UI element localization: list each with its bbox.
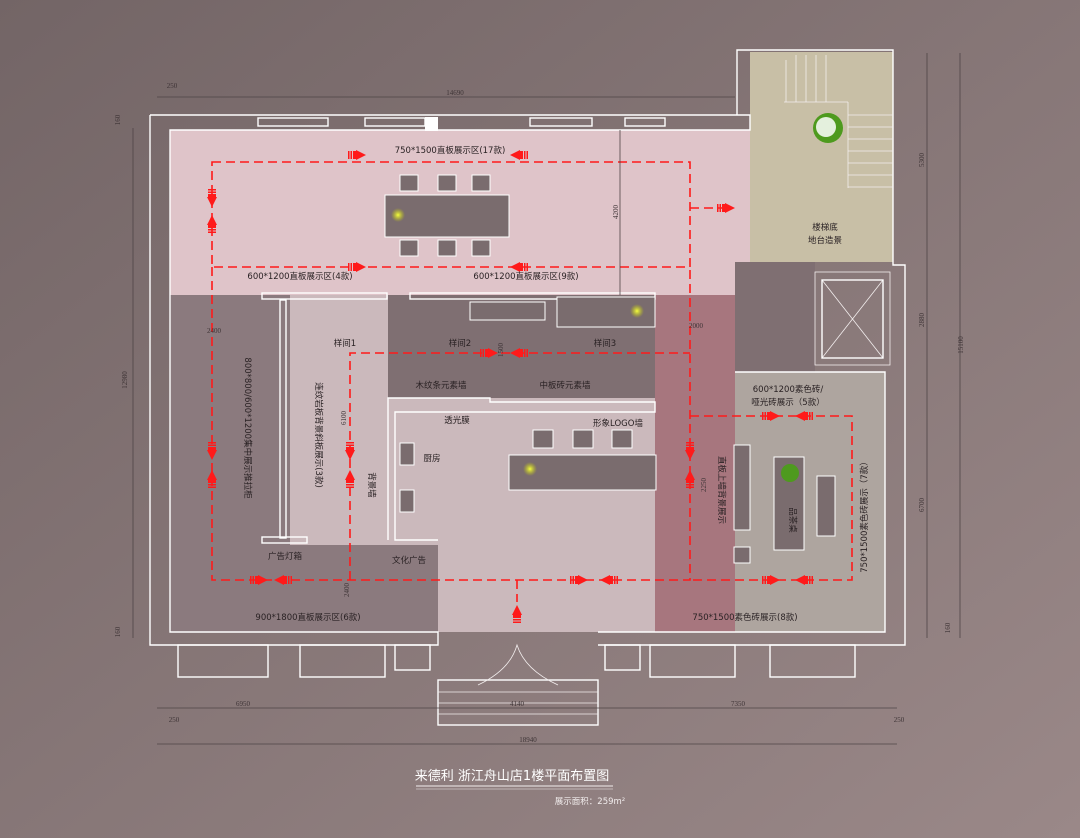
label-left-cabinet: 800*800/600*1200集中展示推拉柜 <box>242 357 253 499</box>
route-arrow-icon <box>250 575 268 585</box>
dim-bottom-right-off: 250 <box>894 716 905 724</box>
route-arrow-icon <box>510 150 528 160</box>
dim-bottom-left-off: 250 <box>169 716 180 724</box>
label-sample1: 样间1 <box>334 338 356 349</box>
bay-windows <box>177 644 856 678</box>
zone-bottom-left <box>170 545 438 632</box>
display-area: 展示面积：259m² <box>555 796 625 807</box>
dim-right-mid: 2880 <box>918 313 926 328</box>
route-arrow-icon <box>207 442 217 460</box>
dim-top-total: 14690 <box>446 89 464 97</box>
route-arrow-icon <box>345 470 355 488</box>
label-top-display: 750*1500直板展示区(17款) <box>395 145 506 156</box>
route-arrow-icon <box>685 442 695 460</box>
labels: 750*1500直板展示区(17款) 600*1200直板展示区(4款) 600… <box>242 145 870 623</box>
zone-sample1 <box>290 295 388 545</box>
label-translucent: 透光膜 <box>444 415 470 426</box>
label-right-side: 750*1500素色砖展示（7款） <box>859 457 870 573</box>
dim-1500: 1500 <box>497 343 505 358</box>
label-bottom-right: 750*1500素色砖展示(8款) <box>692 612 797 623</box>
dim-bottom-right: 7350 <box>731 700 746 708</box>
route-arrow-icon <box>795 575 813 585</box>
dim-4200: 4200 <box>612 205 620 220</box>
label-lightbox: 广告灯箱 <box>268 551 303 562</box>
dim-left-bottom: 160 <box>114 626 122 637</box>
route-arrow-icon <box>207 215 217 233</box>
route-arrow-icon <box>717 203 735 213</box>
label-wood-wall: 木纹条元素墙 <box>415 380 467 391</box>
route-arrow-icon <box>207 470 217 488</box>
dim-2400a: 2400 <box>207 327 222 335</box>
visitor-route <box>207 150 853 623</box>
label-logo-wall: 形象LOGO墙 <box>593 418 643 429</box>
dim-bottom-door: 4140 <box>510 700 525 708</box>
label-right-top-1: 600*1200素色砖/ <box>753 384 824 395</box>
furniture <box>384 174 836 564</box>
dim-bottom-total: 18940 <box>519 736 537 744</box>
label-top-right-bottom: 600*1200直板展示区(9款) <box>473 271 578 282</box>
label-kitchen: 厨房 <box>423 453 440 464</box>
route-arrow-icon <box>348 262 366 272</box>
dim-bottom-left: 6950 <box>236 700 251 708</box>
label-bg-wall: 背景墙 <box>366 472 377 498</box>
dim-2000: 2000 <box>689 322 704 330</box>
light-icon <box>523 462 537 476</box>
dim-right-total: 15100 <box>957 336 965 354</box>
route-arrow-icon <box>348 150 366 160</box>
dim-2250: 2250 <box>700 478 708 493</box>
plant-icon <box>781 464 799 482</box>
route-arrow-icon <box>685 470 695 488</box>
route-arrow-icon <box>600 575 618 585</box>
zone-stair <box>750 52 893 262</box>
route-arrow-icon <box>512 605 522 623</box>
route-arrow-icon <box>480 348 498 358</box>
light-icon <box>630 304 644 318</box>
route-arrow-icon <box>510 262 528 272</box>
dim-left-top: 160 <box>114 114 122 125</box>
zone-red-stripe <box>655 295 735 632</box>
zone-left-cabinet <box>170 295 290 545</box>
label-stone-bg: 连纹岩板背景斜板展示(3款) <box>313 382 324 488</box>
label-culture-ad: 文化广告 <box>392 555 426 566</box>
route-arrow-icon <box>795 411 813 421</box>
stair <box>784 55 893 188</box>
label-sample3: 样间3 <box>594 338 616 349</box>
label-right-top-2: 哑光砖展示（5款） <box>751 397 824 408</box>
light-icon <box>391 208 405 222</box>
route-arrow-icon <box>510 348 528 358</box>
entrance <box>437 643 599 726</box>
route-arrow-icon <box>762 411 780 421</box>
label-stair-1: 楼梯底 <box>812 222 838 233</box>
display-table <box>384 194 510 238</box>
dim-right-stair: 5300 <box>918 153 926 168</box>
plan-title: 来德利 浙江舟山店1楼平面布置图 <box>415 769 609 784</box>
dimensions: 250 14690 160 12980 160 5300 2880 15100 … <box>114 53 965 745</box>
label-tea-table: 品茶桌 <box>787 507 798 533</box>
label-top-left-bottom: 600*1200直板展示区(4款) <box>247 271 352 282</box>
zone-corridor <box>735 262 815 372</box>
dim-6100: 6100 <box>340 411 348 426</box>
route-arrow-icon <box>274 575 292 585</box>
label-straight-wall: 直板上墙背景展示 <box>716 456 727 524</box>
zones <box>170 52 893 632</box>
dim-right-bottom: 160 <box>944 622 952 633</box>
label-bottom-left: 900*1800直板展示区(6款) <box>255 612 360 623</box>
route-arrow-icon <box>345 442 355 460</box>
route-arrow-icon <box>570 575 588 585</box>
dim-left-total: 12980 <box>121 371 129 389</box>
route-arrow-icon <box>762 575 780 585</box>
label-stair-2: 地台造景 <box>808 235 842 246</box>
dim-2400b: 2400 <box>343 583 351 598</box>
label-mid-tile-wall: 中板砖元素墙 <box>539 380 591 391</box>
dim-top-offset: 250 <box>167 82 178 90</box>
label-sample2: 样间2 <box>449 338 471 349</box>
walls <box>149 49 906 726</box>
route-arrow-icon <box>207 189 217 207</box>
dim-right-low: 6700 <box>918 498 926 513</box>
